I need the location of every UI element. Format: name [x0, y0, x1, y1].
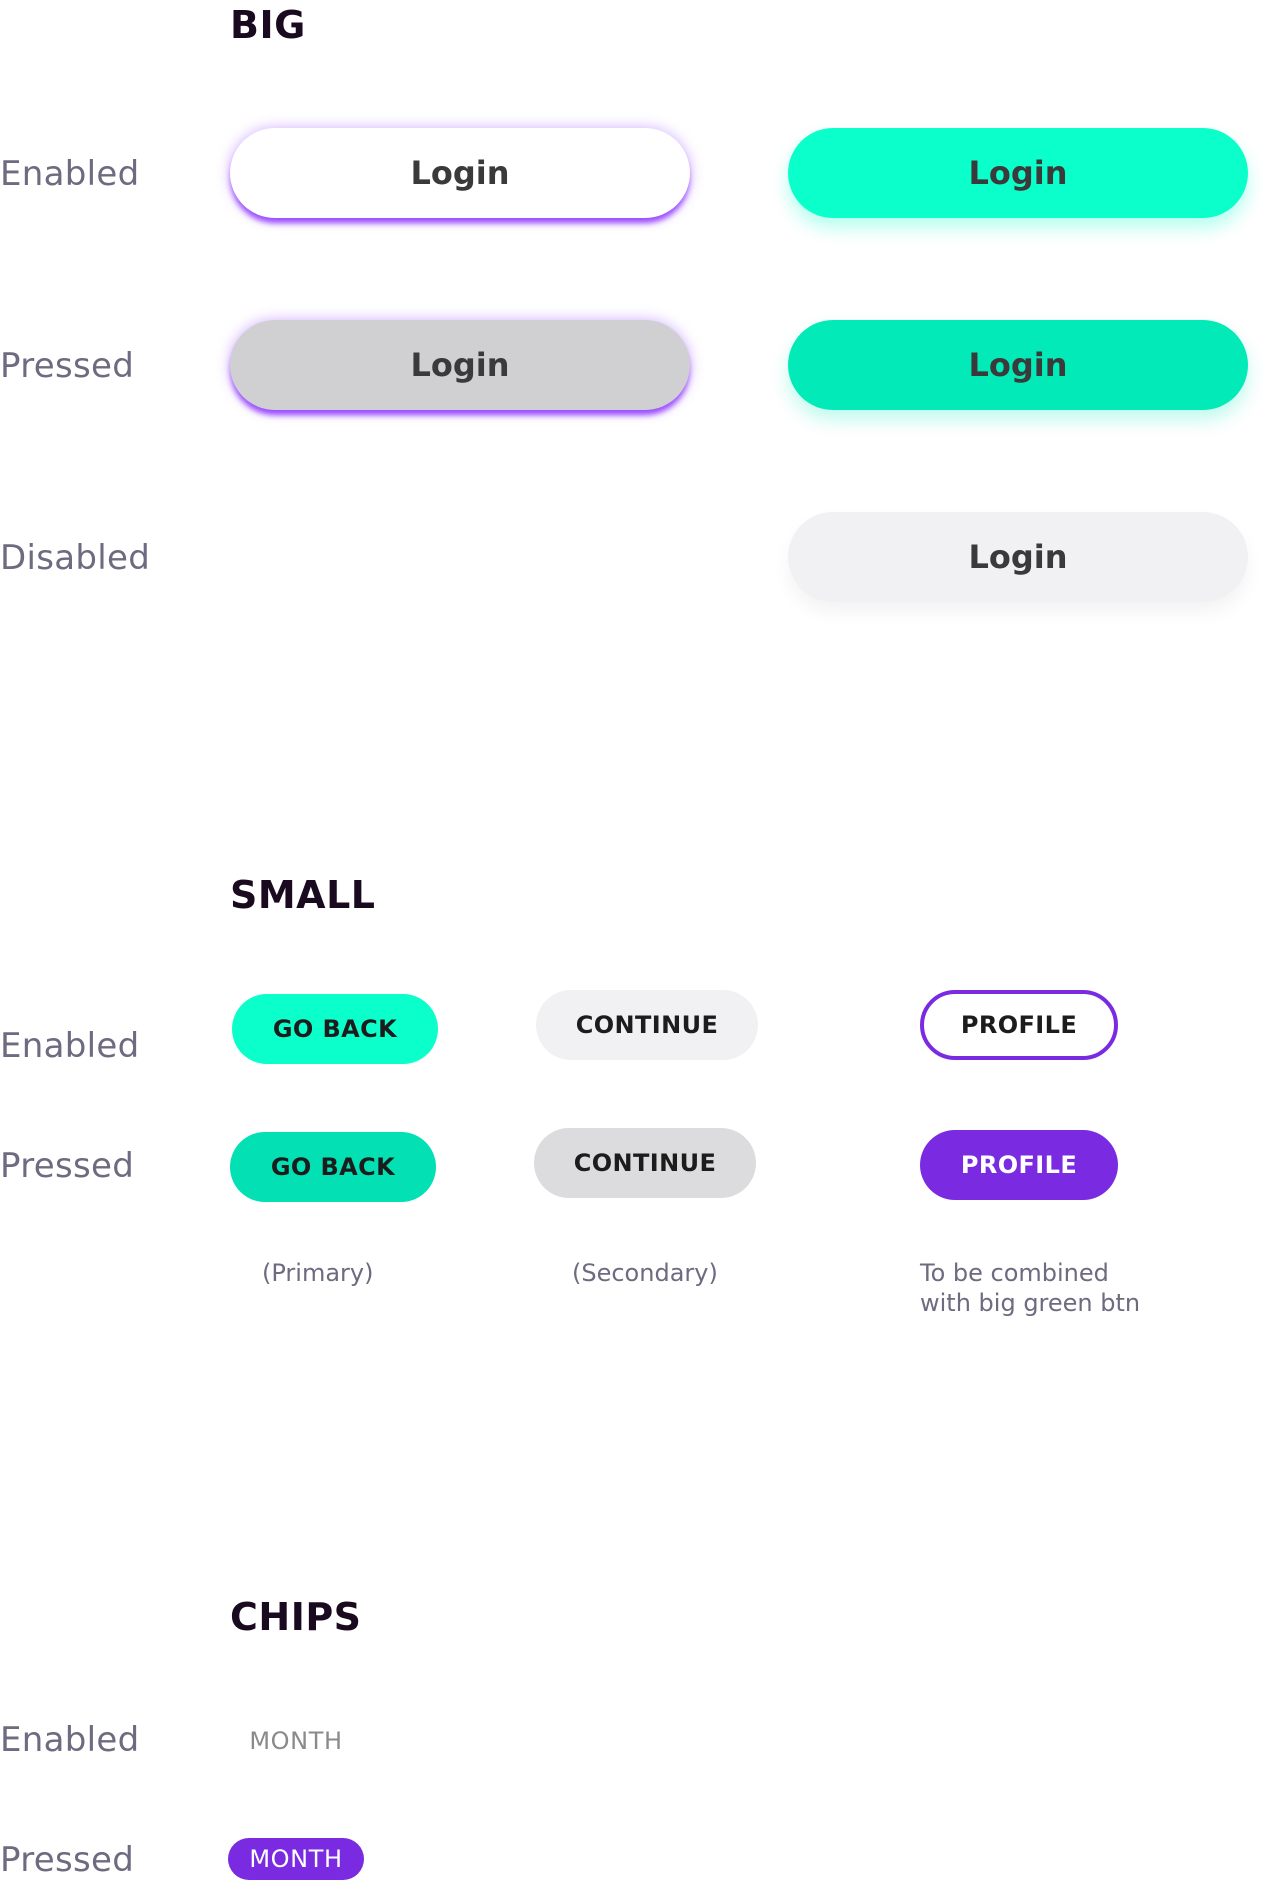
login-button-secondary-enabled[interactable]: Login: [230, 128, 690, 218]
month-chip-pressed[interactable]: MONTH: [228, 1838, 364, 1880]
month-chip-enabled[interactable]: MONTH: [249, 1727, 343, 1755]
section-title-chips: CHIPS: [230, 1595, 362, 1639]
login-button-primary-enabled[interactable]: Login: [788, 128, 1248, 218]
small-row-label-pressed: Pressed: [0, 1146, 135, 1186]
login-button-secondary-pressed[interactable]: Login: [230, 320, 690, 410]
row-label-disabled: Disabled: [0, 538, 151, 578]
profile-button-enabled[interactable]: PROFILE: [920, 990, 1118, 1060]
row-label-pressed: Pressed: [0, 346, 135, 386]
small-row-label-enabled: Enabled: [0, 1026, 140, 1066]
login-button-disabled: Login: [788, 512, 1248, 602]
profile-button-pressed[interactable]: PROFILE: [920, 1130, 1118, 1200]
go-back-button-enabled[interactable]: GO BACK: [232, 994, 438, 1064]
login-button-primary-pressed[interactable]: Login: [788, 320, 1248, 410]
caption-secondary: (Secondary): [572, 1259, 718, 1287]
chips-row-label-pressed: Pressed: [0, 1840, 135, 1880]
section-title-big: BIG: [230, 3, 306, 47]
caption-profile-line2: with big green btn: [920, 1289, 1141, 1317]
continue-button-enabled[interactable]: CONTINUE: [536, 990, 758, 1060]
section-title-small: SMALL: [230, 873, 376, 917]
chips-row-label-enabled: Enabled: [0, 1720, 140, 1760]
caption-profile-line1: To be combined: [920, 1259, 1109, 1287]
caption-profile: To be combined with big green btn: [920, 1258, 1140, 1318]
caption-primary: (Primary): [262, 1259, 374, 1287]
row-label-enabled: Enabled: [0, 154, 140, 194]
continue-button-pressed[interactable]: CONTINUE: [534, 1128, 756, 1198]
go-back-button-pressed[interactable]: GO BACK: [230, 1132, 436, 1202]
